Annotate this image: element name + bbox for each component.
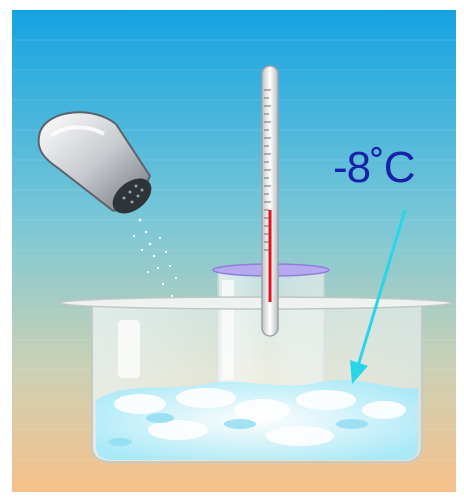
- arrow-icon: [350, 209, 407, 384]
- thermometer-mercury: [268, 210, 272, 302]
- salt-shaker-icon: [37, 111, 152, 214]
- falling-salt-grains: [132, 218, 177, 298]
- temperature-label: -8˚C: [333, 143, 416, 192]
- thermometer-icon: [261, 65, 279, 337]
- ice-cubes: [96, 379, 418, 460]
